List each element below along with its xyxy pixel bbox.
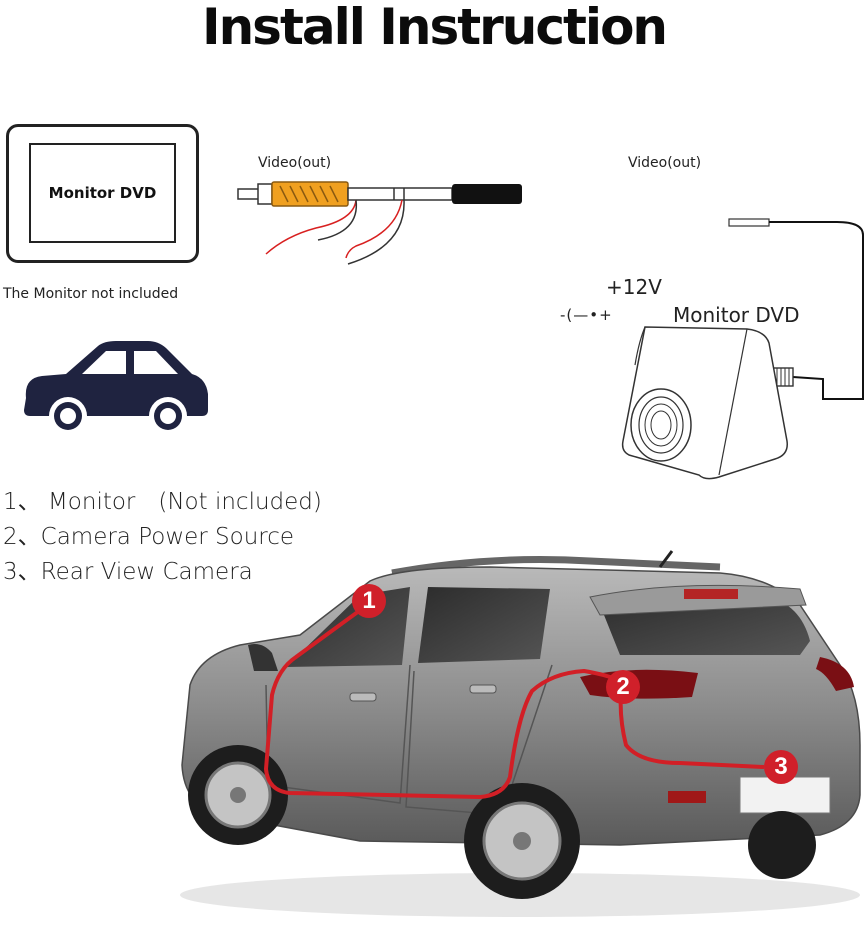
camera-monitor-label: Monitor DVD — [673, 303, 800, 327]
monitor-icon: Monitor DVD — [6, 124, 199, 263]
power-connector-symbol: -(—•+ — [560, 306, 613, 324]
marker-1: 1 — [352, 584, 386, 618]
marker-2: 2 — [606, 670, 640, 704]
monitor-caption: The Monitor not included — [3, 286, 179, 302]
video-out-label-right: Video(out) — [628, 155, 702, 171]
power-12v-label: +12V — [606, 275, 662, 299]
legend-item-monitor: 1、 Monitor (Not included) — [3, 489, 322, 515]
legend-item-power-source: 2、Camera Power Source — [3, 524, 295, 550]
monitor-screen-label: Monitor DVD — [29, 143, 176, 243]
video-out-label-left: Video(out) — [258, 155, 332, 171]
page-title: Install Instruction — [201, 0, 668, 56]
car-photo — [180, 550, 861, 917]
rca-cable-icon — [237, 181, 522, 265]
legend-item-rear-camera: 3、Rear View Camera — [3, 559, 253, 585]
car-icon — [24, 341, 208, 435]
marker-3: 3 — [764, 750, 798, 784]
rear-camera-icon — [621, 218, 864, 480]
